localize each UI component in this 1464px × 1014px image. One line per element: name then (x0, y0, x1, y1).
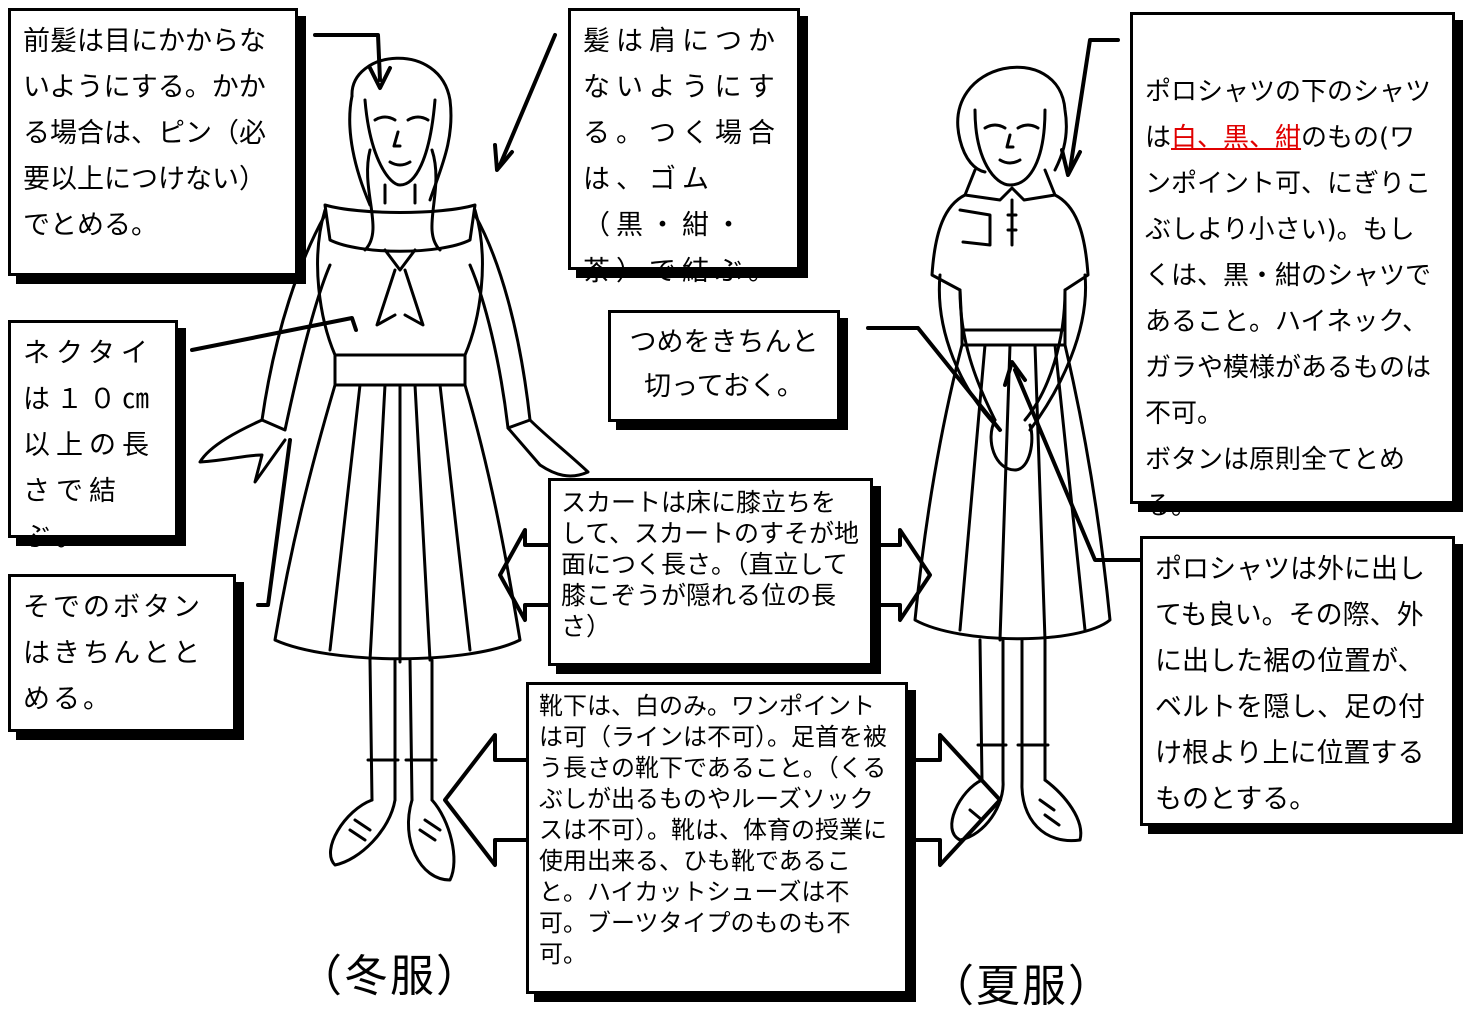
leader-lines (190, 33, 1142, 607)
caption-summer: （夏服） (930, 961, 1114, 1012)
note-sleeve-button: そでのボタンはきちんととめる。 (8, 574, 236, 732)
note-skirt: スカートは床に膝立ちをして、スカートのすそが地面につく長さ。（直立して膝こぞうが… (548, 478, 873, 666)
caption-winter: （冬服） (298, 951, 482, 1002)
socks-double-arrow (443, 733, 1002, 867)
polo-undershirt-before: ポロシャツの下のシャツは (1145, 77, 1432, 153)
note-nails: つめをきちんと切っておく。 (608, 310, 840, 422)
summer-uniform-figure (913, 65, 1112, 843)
note-polo-undershirt: ポロシャツの下のシャツは白、黒、紺のもの(ワンポイント可、にぎりこぶしより小さい… (1130, 12, 1455, 521)
skirt-double-arrow (498, 528, 932, 622)
note-polo-out: ポロシャツは外に出しても良い。その際、外に出した裾の位置が、ベルトを隠し、足の付… (1140, 536, 1455, 826)
winter-uniform-figure (198, 56, 590, 882)
note-necktie: ネクタイは１０㎝以上の長さで結ぶ。 (8, 320, 178, 553)
polo-undershirt-colors: 白、黒、紺 (1171, 123, 1302, 153)
polo-undershirt-after: のもの(ワンポイント可、にぎりこぶしより小さい)。もしくは、黒・紺のシャツである… (1145, 123, 1432, 521)
note-socks-shoes: 靴下は、白のみ。ワンポイントは可（ラインは不可）。足首を被う長さの靴下であること… (526, 682, 908, 994)
note-bangs: 前髪は目にかからないようにする。かかる場合は、ピン（必要以上につけない）でとめる… (8, 8, 298, 276)
note-hair: 髪は肩につかないようにする。つく場合は、ゴム（黒・紺・茶）で結ぶ。 (568, 8, 800, 287)
